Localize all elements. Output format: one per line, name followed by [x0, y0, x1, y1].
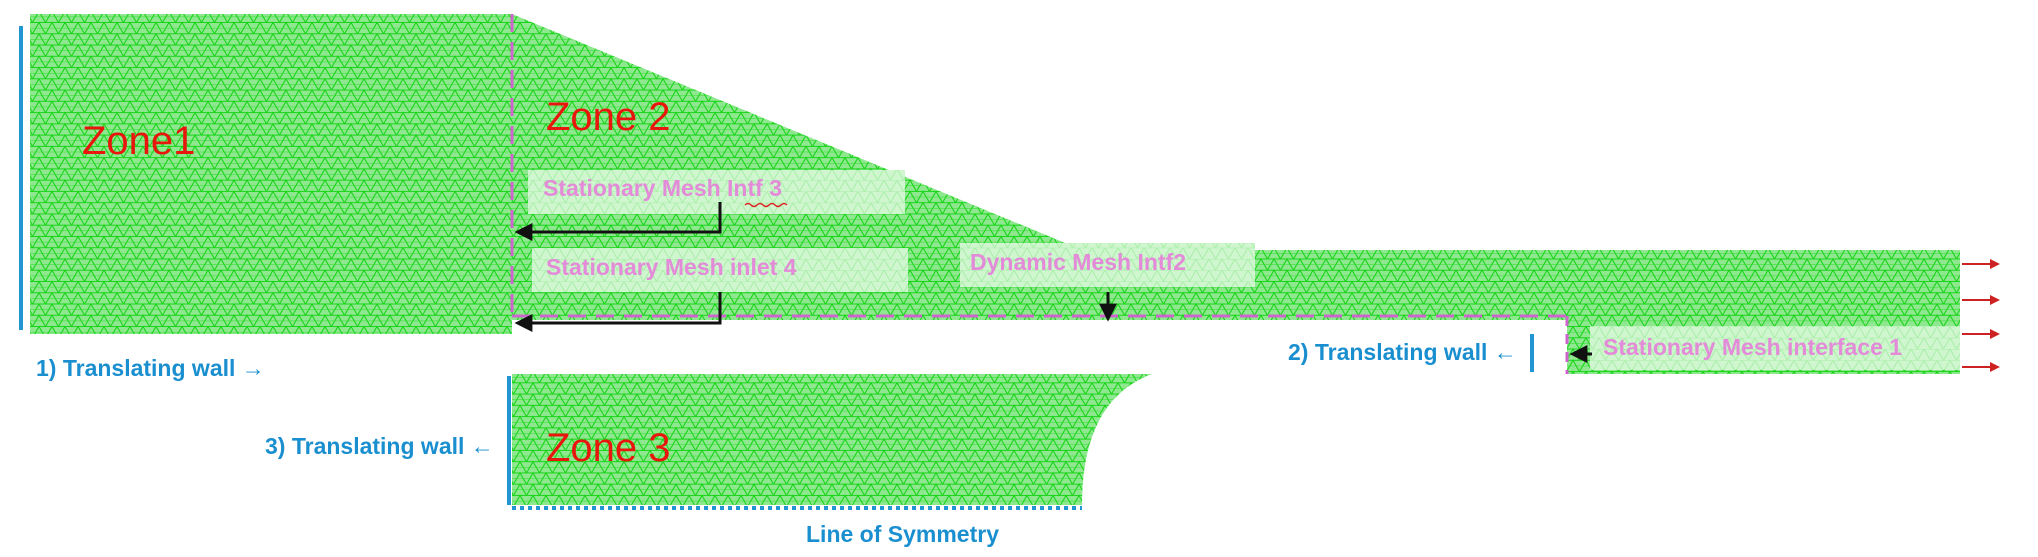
channel-gap — [512, 334, 1566, 374]
outlet-arrows — [1962, 259, 2000, 372]
zone2-label: Zone 2 — [546, 95, 671, 139]
symmetry-label: Line of Symmetry — [806, 521, 999, 547]
inlet4-label-bg — [532, 248, 908, 292]
stationary-interface1-label: Stationary Mesh interface 1 — [1603, 334, 1902, 360]
wall1-label: 1) Translating wall → — [36, 355, 265, 381]
zone3-label: Zone 3 — [546, 426, 671, 470]
intf3-label-bg — [528, 170, 905, 214]
stationary-intf3-label: Stationary Mesh Intf 3 — [543, 175, 782, 201]
intf3-arrow — [514, 202, 722, 241]
zone1-label: Zone1 — [82, 119, 195, 163]
wall2-label: 2) Translating wall ← — [1288, 339, 1517, 365]
dynamic-intf2-label: Dynamic Mesh Intf2 — [970, 249, 1186, 275]
inlet4-arrow — [514, 292, 722, 332]
zone3-mesh — [512, 374, 1152, 505]
stationary-inlet4-label: Stationary Mesh inlet 4 — [546, 254, 797, 280]
zone1-bottom-gap — [0, 334, 512, 374]
zone1-mesh — [30, 14, 512, 334]
spell-squiggle — [744, 202, 788, 208]
wall3-label: 3) Translating wall ← — [265, 433, 494, 459]
interface1-label-bg — [1590, 326, 1960, 370]
intf2-label-bg — [960, 243, 1255, 287]
